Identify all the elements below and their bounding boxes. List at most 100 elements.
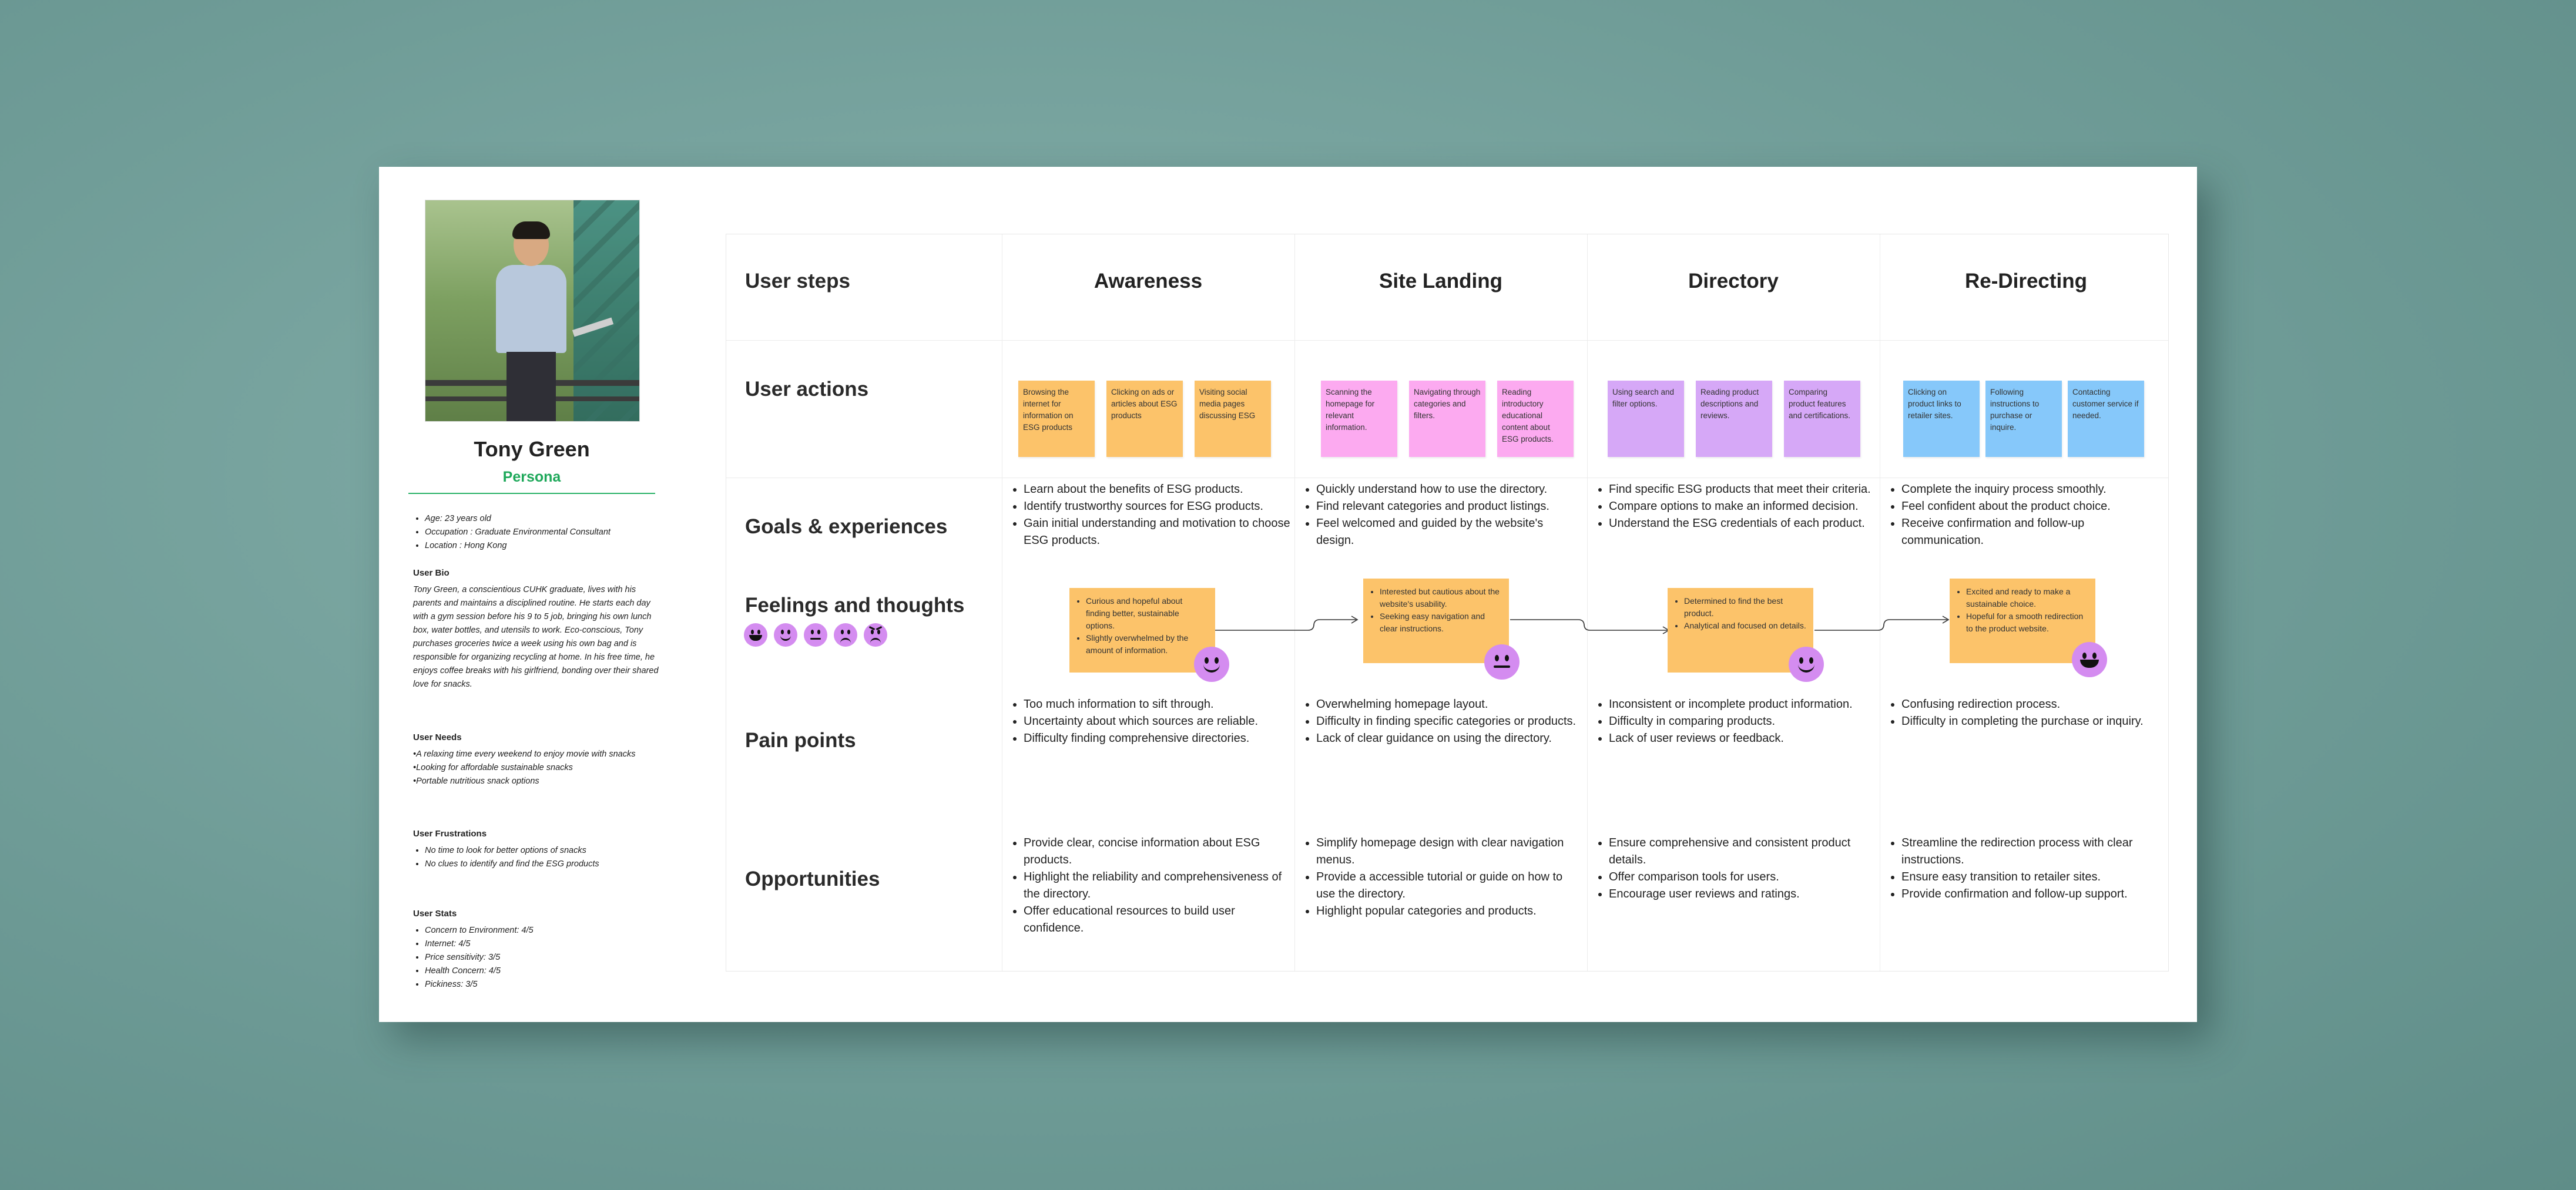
pain-point-item: Lack of user reviews or feedback. [1609,730,1877,747]
feeling-item: Excited and ready to make a sustainable … [1966,586,2088,610]
user-stat: Concern to Environment: 4/5 [425,924,660,937]
goals-site-landing: Quickly understand how to use the direct… [1302,481,1584,549]
user-frustration: No clues to identify and find the ESG pr… [425,858,660,871]
pain-points-site-landing: Overwhelming homepage layout. Difficulty… [1302,696,1584,747]
smile-face-icon [1789,647,1824,682]
user-need: •Portable nutritious snack options [413,776,539,786]
pain-point-item: Overwhelming homepage layout. [1316,696,1584,713]
row-label-pain-points: Pain points [745,729,856,752]
goal-item: Identify trustworthy sources for ESG pro… [1024,498,1292,515]
user-bio-heading: User Bio [413,568,450,578]
pain-point-item: Uncertainty about which sources are reli… [1024,713,1292,730]
pain-point-item: Difficulty in comparing products. [1609,713,1877,730]
stage-header-site-landing: Site Landing [1379,270,1502,293]
row-label-opportunities: Opportunities [745,868,880,890]
row-label-goals: Goals & experiences [745,515,948,538]
pain-point-item: Inconsistent or incomplete product infor… [1609,696,1877,713]
opportunity-item: Ensure easy transition to retailer sites… [1901,869,2164,886]
persona-fact: Occupation : Graduate Environmental Cons… [425,526,660,539]
frown-face-icon [834,623,857,647]
feeling-note: Curious and hopeful about finding better… [1069,588,1215,673]
grin-face-icon [744,623,767,647]
user-stat: Health Concern: 4/5 [425,964,660,978]
action-sticky-note: Navigating through categories and filter… [1409,381,1485,457]
journey-table: User steps Awareness Site Landing Direct… [726,234,2169,972]
row-label-feelings: Feelings and thoughts [745,594,965,617]
goals-directory: Find specific ESG products that meet the… [1595,481,1877,532]
pain-point-item: Confusing redirection process. [1901,696,2164,713]
pain-points-directory: Inconsistent or incomplete product infor… [1595,696,1877,747]
pain-points-awareness: Too much information to sift through. Un… [1009,696,1292,747]
opportunity-item: Provide confirmation and follow-up suppo… [1901,886,2164,903]
user-stat: Price sensitivity: 3/5 [425,951,660,964]
pain-point-item: Difficulty finding comprehensive directo… [1024,730,1292,747]
opportunities-directory: Ensure comprehensive and consistent prod… [1595,835,1877,903]
action-sticky-note: Clicking on ads or articles about ESG pr… [1106,381,1183,457]
feeling-item: Analytical and focused on details. [1684,620,1806,632]
persona-fact: Age: 23 years old [425,512,660,526]
user-need: •Looking for affordable sustainable snac… [413,763,573,772]
opportunities-re-directing: Streamline the redirection process with … [1887,835,2164,903]
goal-item: Quickly understand how to use the direct… [1316,481,1584,498]
goal-item: Gain initial understanding and motivatio… [1024,515,1292,549]
goal-item: Feel welcomed and guided by the website'… [1316,515,1584,549]
pain-point-item: Difficulty in finding specific categorie… [1316,713,1584,730]
feeling-item: Hopeful for a smooth redirection to the … [1966,610,2088,635]
user-stats-heading: User Stats [413,909,457,919]
journey-map-board: Tony Green Persona Age: 23 years old Occ… [379,167,2197,1022]
goal-item: Compare options to make an informed deci… [1609,498,1877,515]
feeling-item: Determined to find the best product. [1684,595,1806,620]
smile-face-icon [1194,647,1229,682]
opportunity-item: Offer comparison tools for users. [1609,869,1877,886]
pain-point-item: Too much information to sift through. [1024,696,1292,713]
feeling-note: Interested but cautious about the websit… [1363,579,1509,663]
pain-point-item: Difficulty in completing the purchase or… [1901,713,2164,730]
goal-item: Receive confirmation and follow-up commu… [1901,515,2164,549]
user-stats-section: User Stats Concern to Environment: 4/5 I… [413,907,660,991]
persona-role-label: Persona [502,469,561,485]
user-frustrations-heading: User Frustrations [413,829,487,839]
stage-header-directory: Directory [1688,270,1779,293]
user-frustration: No time to look for better options of sn… [425,844,660,858]
feeling-item: Seeking easy navigation and clear instru… [1380,610,1502,635]
action-sticky-note: Visiting social media pages discussing E… [1195,381,1271,457]
user-bio-section: User Bio Tony Green, a conscientious CUH… [413,566,660,691]
stage-header-awareness: Awareness [1094,270,1203,293]
opportunity-item: Provide a accessible tutorial or guide o… [1316,869,1584,903]
angry-face-icon [864,623,887,647]
neutral-face-icon [1484,644,1520,680]
goal-item: Complete the inquiry process smoothly. [1901,481,2164,498]
goal-item: Learn about the benefits of ESG products… [1024,481,1292,498]
feeling-item: Curious and hopeful about finding better… [1086,595,1208,632]
feeling-item: Interested but cautious about the websit… [1380,586,1502,610]
persona-photo [425,200,640,422]
neutral-face-icon [804,623,827,647]
persona-fact: Location : Hong Kong [425,539,660,553]
goals-awareness: Learn about the benefits of ESG products… [1009,481,1292,549]
action-sticky-note: Clicking on product links to retailer si… [1903,381,1980,457]
row-label-user-actions: User actions [745,378,869,401]
action-sticky-note: Reading introductory educational content… [1497,381,1574,457]
user-bio-text: Tony Green, a conscientious CUHK graduat… [413,585,659,689]
user-frustrations-section: User Frustrations No time to look for be… [413,827,660,871]
smile-face-icon [774,623,797,647]
user-stat: Pickiness: 3/5 [425,978,660,991]
opportunity-item: Ensure comprehensive and consistent prod… [1609,835,1877,869]
opportunity-item: Offer educational resources to build use… [1024,903,1292,937]
pain-points-re-directing: Confusing redirection process. Difficult… [1887,696,2164,730]
goals-re-directing: Complete the inquiry process smoothly. F… [1887,481,2164,549]
user-need: •A relaxing time every weekend to enjoy … [413,749,636,759]
action-sticky-note: Browsing the internet for information on… [1018,381,1095,457]
opportunity-item: Highlight popular categories and product… [1316,903,1584,920]
action-sticky-note: Comparing product features and certifica… [1784,381,1860,457]
opportunity-item: Streamline the redirection process with … [1901,835,2164,869]
goal-item: Feel confident about the product choice. [1901,498,2164,515]
goal-item: Understand the ESG credentials of each p… [1609,515,1877,532]
opportunity-item: Highlight the reliability and comprehens… [1024,869,1292,903]
opportunity-item: Simplify homepage design with clear navi… [1316,835,1584,869]
persona-name: Tony Green [474,437,590,461]
action-sticky-note: Using search and filter options. [1608,381,1684,457]
stage-header-re-directing: Re-Directing [1964,270,2088,293]
user-needs-section: User Needs •A relaxing time every weeken… [413,731,660,788]
opportunities-site-landing: Simplify homepage design with clear navi… [1302,835,1584,920]
